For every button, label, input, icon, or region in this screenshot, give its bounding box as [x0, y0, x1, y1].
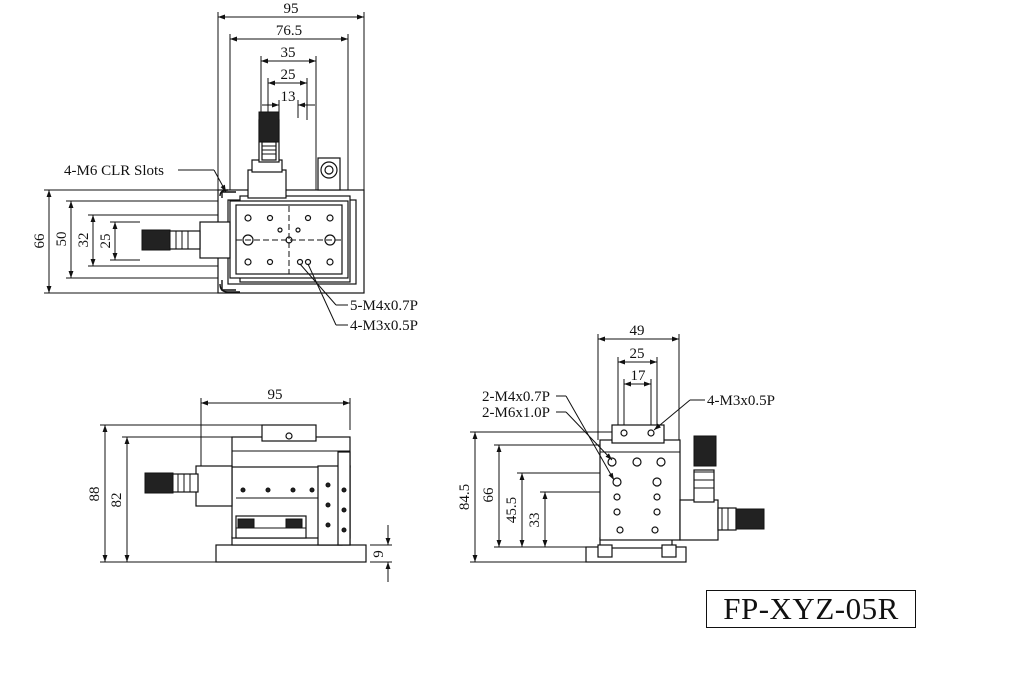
- note-m4-side: 2-M4x0.7P: [482, 389, 550, 405]
- dim-95-top: 95: [284, 1, 299, 17]
- front-x-micrometer-knob: [144, 472, 174, 494]
- x-micrometer-knob: [141, 229, 171, 251]
- side-micrometer-block: [679, 499, 719, 541]
- dim-9-front: 9: [371, 550, 387, 558]
- top-view: 95 76.5 35 25 13 66 50 32 25: [32, 1, 418, 334]
- dim-45-5-side: 45.5: [504, 497, 520, 523]
- note-m3-side: 4-M3x0.5P: [707, 393, 775, 409]
- dim-13-top: 13: [281, 89, 296, 105]
- dim-35-top: 35: [281, 45, 296, 61]
- dim-49-side: 49: [630, 323, 645, 339]
- model-title-box: FP-XYZ-05R: [706, 590, 916, 628]
- note-m3-top: 4-M3x0.5P: [350, 318, 418, 334]
- dim-32-top: 32: [76, 233, 92, 248]
- model-number: FP-XYZ-05R: [723, 591, 899, 626]
- front-base-plate: [215, 544, 367, 563]
- dim-66-top: 66: [32, 233, 48, 249]
- dim-66-side: 66: [481, 487, 497, 503]
- dim-25-top: 25: [281, 67, 296, 83]
- side-y-micrometer-knob: [693, 435, 717, 467]
- dim-25-left: 25: [98, 234, 114, 249]
- note-m6-slots: 4-M6 CLR Slots: [64, 163, 164, 179]
- dim-84-5-side: 84.5: [457, 484, 473, 510]
- y-micrometer-sleeve: [247, 169, 287, 199]
- y-micrometer-knob: [258, 111, 280, 143]
- side-x-micrometer-knob: [735, 508, 765, 530]
- side-view: 49 25 17 84.5 66 45.5 33: [457, 323, 775, 563]
- dim-17-side: 17: [631, 368, 647, 384]
- dim-25-side: 25: [630, 346, 645, 362]
- dim-76-5-top: 76.5: [276, 23, 302, 39]
- x-micrometer-sleeve: [199, 221, 231, 259]
- side-z-body: [599, 439, 681, 541]
- dim-33-side: 33: [527, 513, 543, 528]
- front-x-micrometer-sleeve: [195, 465, 233, 507]
- dim-88-front: 88: [87, 487, 103, 502]
- note-m4-top: 5-M4x0.7P: [350, 298, 418, 314]
- front-view: 95 88 82 9: [87, 387, 392, 582]
- dim-50-top: 50: [54, 232, 70, 247]
- note-m6-side: 2-M6x1.0P: [482, 405, 550, 421]
- dim-95-front: 95: [268, 387, 283, 403]
- dim-82-front: 82: [109, 493, 125, 508]
